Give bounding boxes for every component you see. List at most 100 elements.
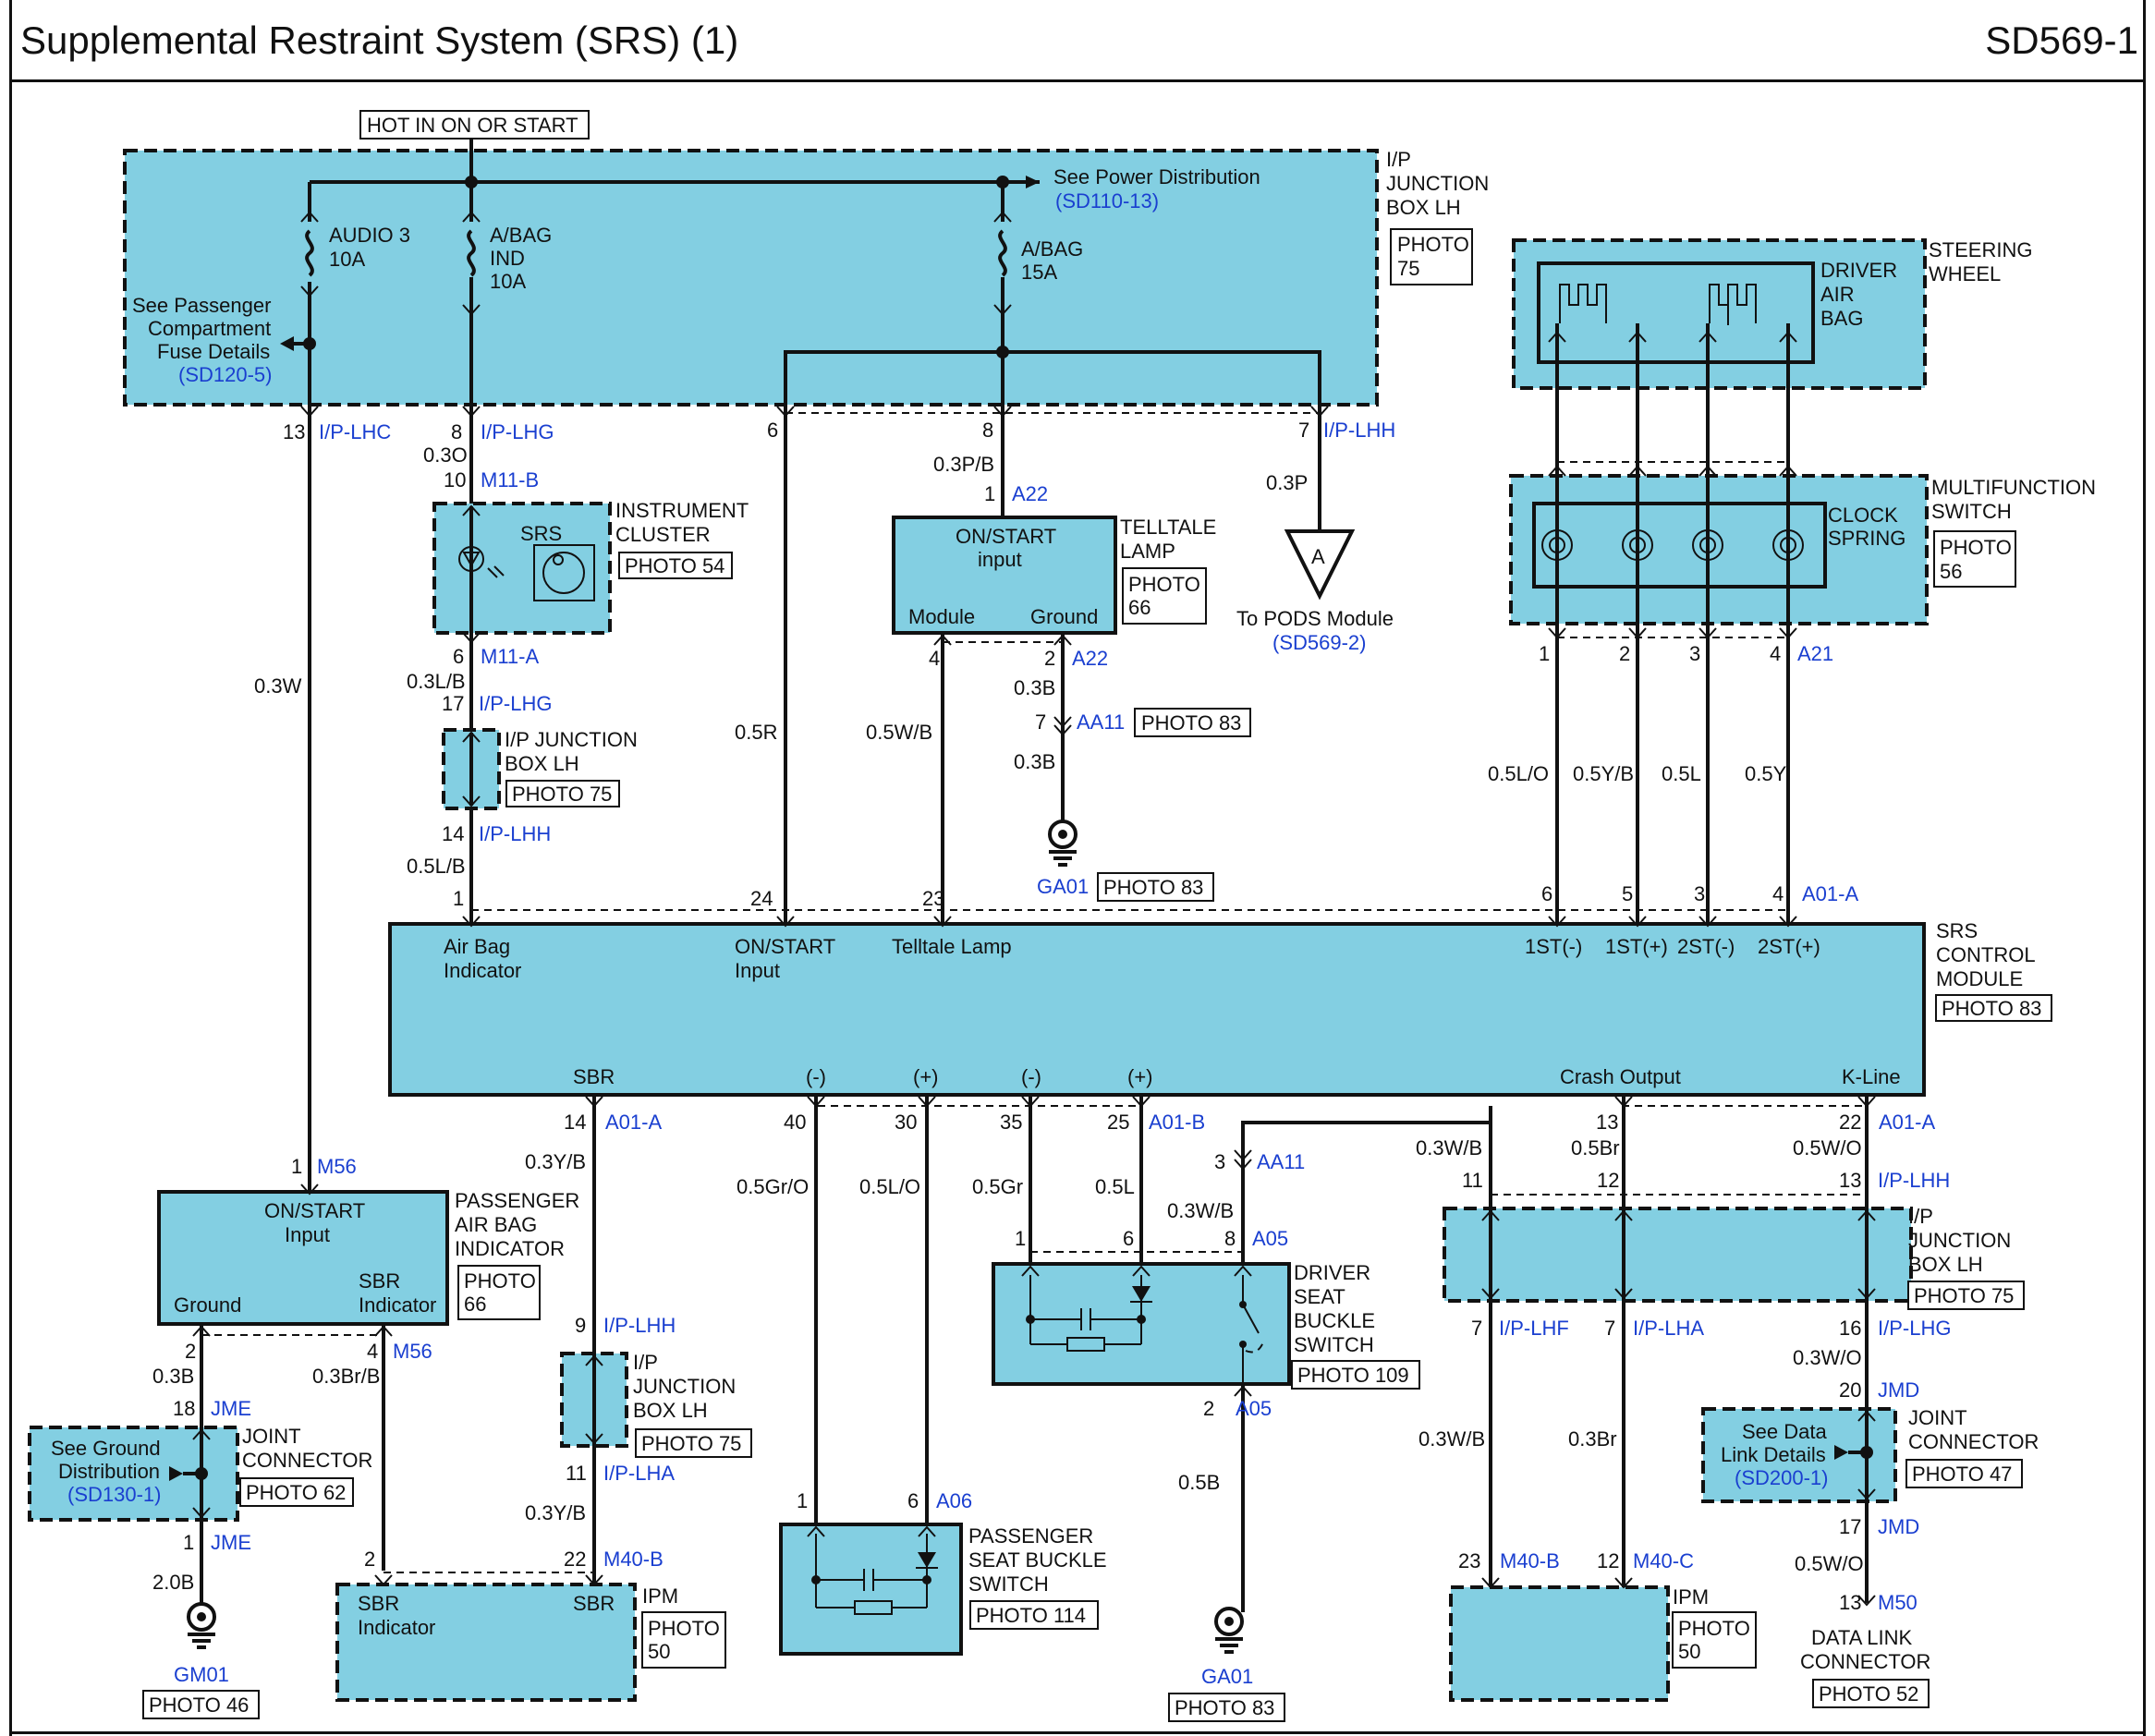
wire-03b-c: 0.3B <box>152 1365 194 1388</box>
telltale-input-2: input <box>978 548 1022 571</box>
ground-symbol-ga01-top <box>1048 819 1078 867</box>
telltale-pin-2: 2 <box>1044 647 1055 670</box>
telltale-photo2: 66 <box>1128 596 1151 619</box>
ipmr-photo1: PHOTO <box>1678 1617 1750 1640</box>
steering-wheel <box>1512 238 1927 390</box>
steering-label2: WHEEL <box>1929 262 2001 285</box>
ipjb2-label2: JUNCTION <box>633 1375 736 1398</box>
wire-05l2: 0.5L <box>1095 1175 1135 1198</box>
srs-pin-6: 6 <box>1541 882 1552 905</box>
wire-05wo: 0.5W/O <box>1793 1136 1862 1159</box>
ipm-right <box>1449 1577 1670 1702</box>
multifunction-label2: SWITCH <box>1931 500 2012 523</box>
jl-label2: CONNECTOR <box>242 1449 372 1472</box>
wire-05l: 0.5L <box>1662 762 1701 785</box>
instrument-cluster <box>432 502 612 635</box>
jl-conn-jme2: JME <box>211 1531 251 1554</box>
pi-input-2: Input <box>285 1223 330 1246</box>
db-pin-2: 2 <box>1203 1397 1214 1420</box>
pin-13: 13 <box>283 420 305 443</box>
srs-sbr: SBR <box>573 1065 615 1088</box>
ipmr-conn-m40b: M40-B <box>1500 1549 1560 1572</box>
srs-pin-40: 40 <box>784 1111 806 1134</box>
srs-pin-4: 4 <box>1772 882 1784 905</box>
steering-label1: STEERING <box>1929 238 2032 261</box>
see-passenger-3: Fuse Details <box>157 340 270 363</box>
fuse-abag-15a <box>993 182 1012 407</box>
see-power-text: See Power Distribution <box>1053 165 1260 188</box>
srs-pin-5: 5 <box>1622 882 1633 905</box>
srs-pin-24: 24 <box>750 887 773 910</box>
wire-03pb: 0.3P/B <box>933 453 994 476</box>
driver-airbag-label3: BAG <box>1820 307 1863 330</box>
ip-jb-small1-photo: PHOTO 75 <box>512 783 612 806</box>
srs-minus-2: (-) <box>1021 1065 1041 1088</box>
ip-junction-box-top <box>125 151 1377 405</box>
srs-pin-3: 3 <box>1694 882 1705 905</box>
ipjb2-photo: PHOTO 75 <box>641 1432 741 1455</box>
ipjbr-conn-lhh: I/P-LHH <box>1878 1169 1950 1192</box>
dlc-photo: PHOTO 52 <box>1819 1682 1918 1706</box>
db-label4: SWITCH <box>1294 1333 1374 1356</box>
srs-1st-minus: 1ST(-) <box>1525 935 1582 958</box>
pi-label3: INDICATOR <box>455 1237 565 1260</box>
joint-connector-right <box>1701 1407 1897 1503</box>
fuse-abag-ind-label2: IND <box>490 247 525 270</box>
ground-symbol-gm01 <box>187 1602 216 1649</box>
wire-05lb: 0.5L/B <box>407 855 466 878</box>
footer-divider <box>9 1731 2146 1734</box>
ipjb2-pin-9: 9 <box>575 1314 586 1337</box>
telltale-pin-1: 1 <box>984 482 995 505</box>
instrument-cluster-label1: INSTRUMENT <box>615 499 749 522</box>
ipjb2-label1: I/P <box>633 1351 658 1374</box>
srs-pin-1: 1 <box>453 887 464 910</box>
conn-ip-lhg-2: I/P-LHG <box>479 692 552 715</box>
ip-junction-box-small-1 <box>442 728 501 810</box>
wire-03brb: 0.3Br/B <box>312 1365 380 1388</box>
fuse-abag-15a-label1: A/BAG <box>1021 237 1083 261</box>
ipmr-photo2: 50 <box>1678 1640 1700 1663</box>
fuse-audio3-label2: 10A <box>329 248 365 271</box>
ip-jb-top-label3: BOX LH <box>1386 196 1461 219</box>
db-conn-a05b: A05 <box>1236 1397 1272 1420</box>
power-label: HOT IN ON OR START <box>367 114 578 137</box>
pi-pin-1: 1 <box>291 1155 302 1178</box>
srs-2st-minus: 2ST(-) <box>1677 935 1735 958</box>
pods-label: To PODS Module <box>1236 607 1394 630</box>
ground-gm01-photo: PHOTO 46 <box>149 1694 249 1717</box>
srs-pin-22: 22 <box>1839 1111 1861 1134</box>
pi-pin-2: 2 <box>185 1340 196 1363</box>
ip-jb-top-label1: I/P <box>1386 148 1411 171</box>
ipjbr-pin-7b: 7 <box>1604 1317 1615 1340</box>
pb-label3: SWITCH <box>968 1572 1049 1596</box>
jr-pin-17: 17 <box>1839 1515 1861 1538</box>
telltale-photo1: PHOTO <box>1128 573 1200 596</box>
ipjbr-conn-lha: I/P-LHA <box>1633 1317 1704 1340</box>
instrument-cluster-label2: CLUSTER <box>615 523 711 546</box>
jr-see-1: See Data <box>1742 1420 1827 1443</box>
driver-seat-buckle-switch <box>992 1262 1291 1386</box>
header-divider <box>9 79 2146 82</box>
ipjb2-pin-11: 11 <box>566 1462 587 1485</box>
ipjbr-pin-11: 11 <box>1462 1169 1483 1192</box>
fuse-abag-15a-label2: 15A <box>1021 261 1057 284</box>
ipjbr-pin-7a: 7 <box>1471 1317 1482 1340</box>
srs-telltale: Telltale Lamp <box>892 935 1012 958</box>
wire-03yb: 0.3Y/B <box>525 1150 586 1173</box>
wire-05gr: 0.5Gr <box>972 1175 1023 1198</box>
ipm-left-sbr-ind-2: Indicator <box>358 1616 435 1639</box>
pi-photo1: PHOTO <box>464 1269 536 1293</box>
right-border <box>2143 0 2146 1736</box>
ipjb2-conn-lhh: I/P-LHH <box>603 1314 676 1337</box>
ground-symbol-ga01-bottom <box>1214 1607 1244 1654</box>
telltale-lamp <box>892 516 1117 635</box>
wire-05br: 0.5Br <box>1571 1136 1620 1159</box>
conn-m11a: M11-A <box>481 645 539 668</box>
conn-m11b: M11-B <box>481 468 539 492</box>
wire-03w: 0.3W <box>254 674 302 698</box>
jl-pin-1: 1 <box>183 1531 194 1554</box>
wire-03b-a: 0.3B <box>1014 676 1055 699</box>
srs-conn-a01a-kline: A01-A <box>1879 1111 1935 1134</box>
wire-03wo: 0.3W/O <box>1793 1346 1862 1369</box>
passenger-airbag-indicator <box>157 1184 449 1326</box>
